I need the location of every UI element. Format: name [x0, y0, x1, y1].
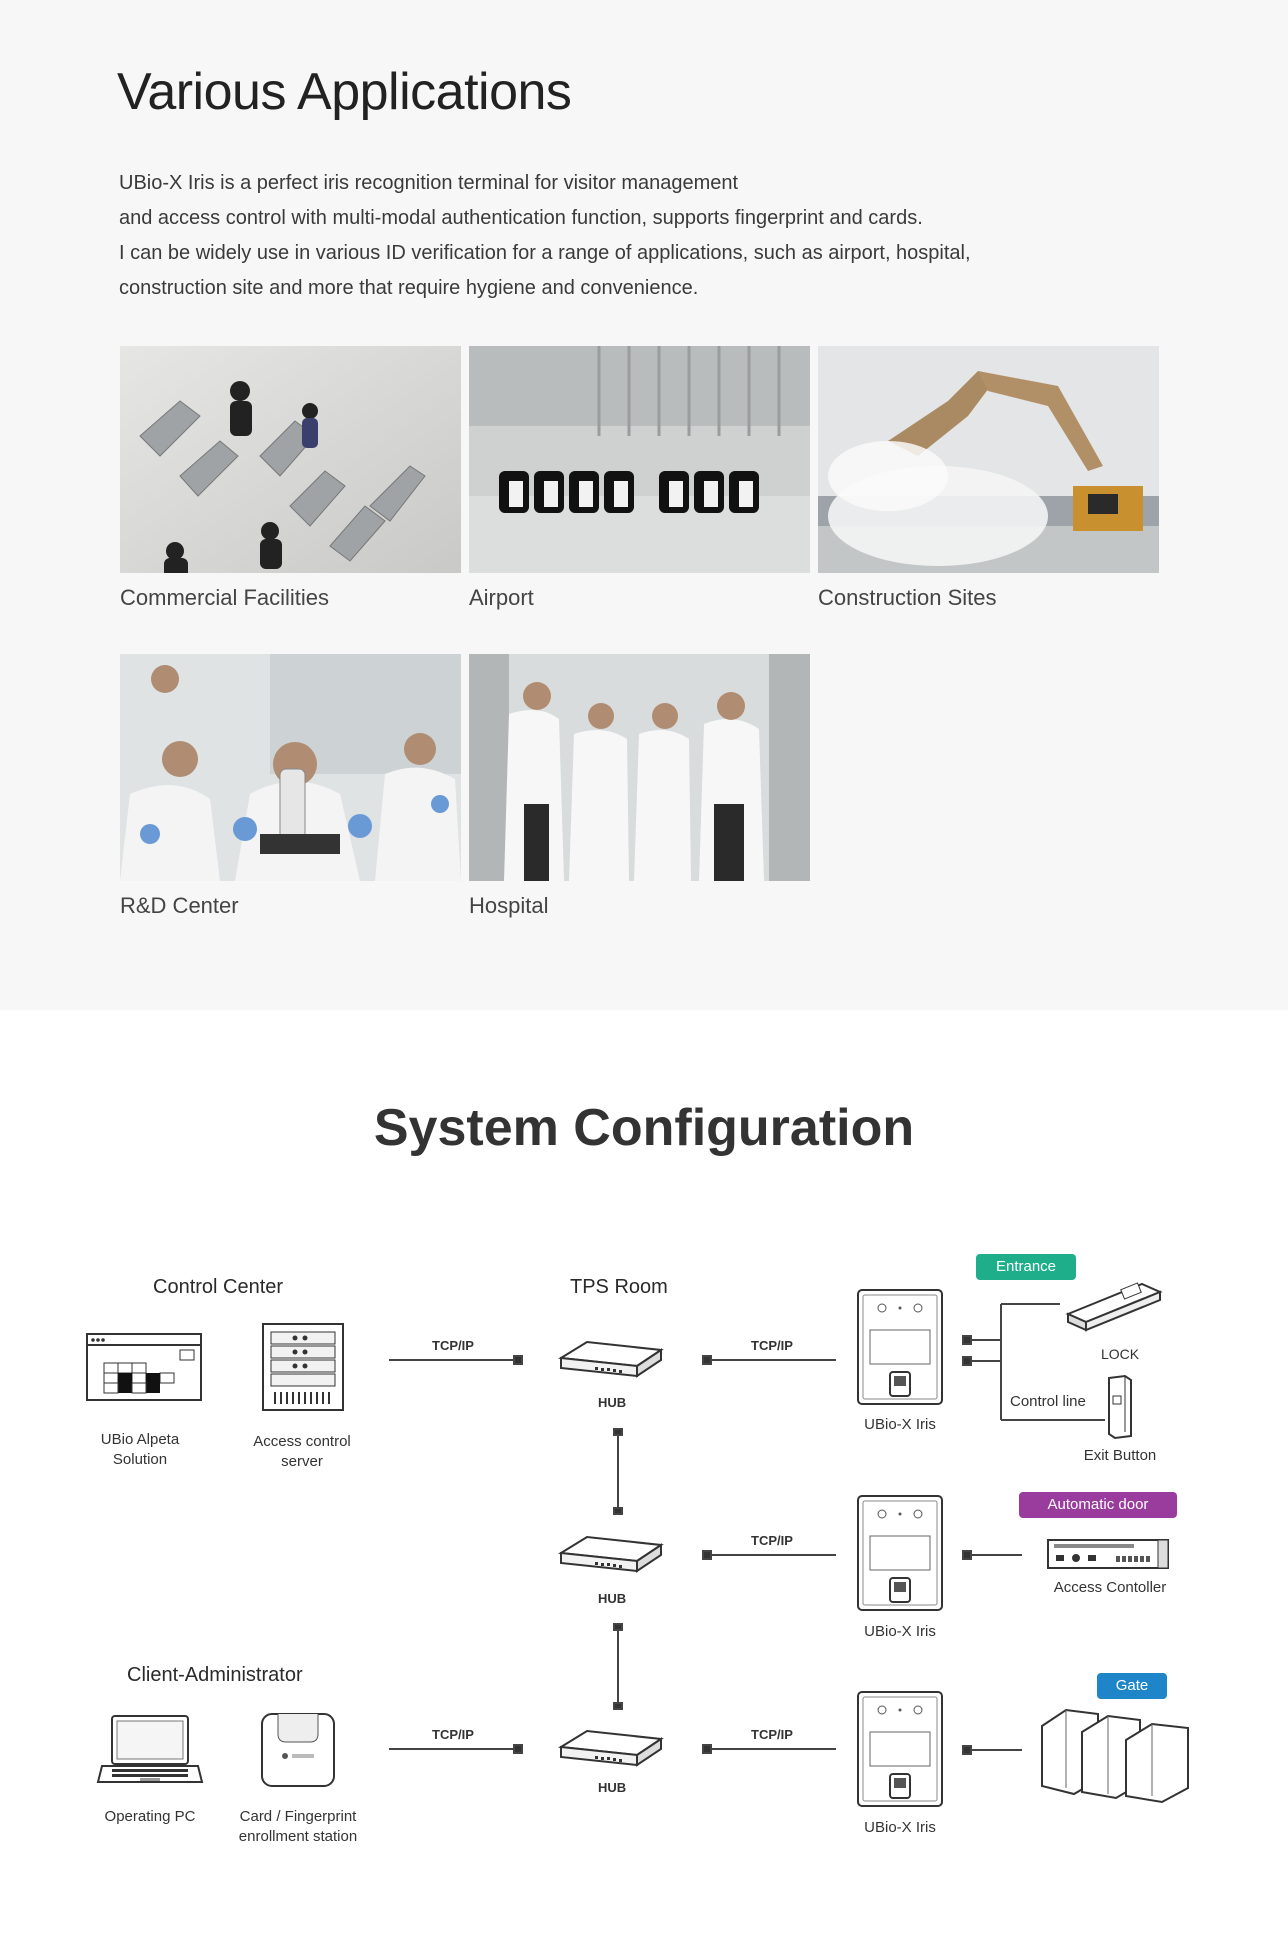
label-line: Access control [253, 1433, 351, 1450]
terminal-label: UBio-X Iris [864, 1819, 936, 1836]
access-controller-label: Access Contoller [1053, 1579, 1167, 1596]
applications-title: Various Applications [117, 63, 572, 121]
hub-icon [557, 1340, 664, 1378]
commercial-facilities-photo [120, 346, 461, 573]
hospital-photo [469, 654, 810, 881]
application-label: R&D Center [120, 893, 239, 918]
application-label: Airport [469, 585, 534, 610]
application-card-construction: Construction Sites [818, 346, 1159, 611]
construction-sites-photo [818, 346, 1159, 573]
tcpip-label: TCP/IP [751, 1727, 793, 1742]
application-card-commercial: Commercial Facilities [120, 346, 461, 611]
enrollment-station-label: Card / Fingerprint enrollment station [222, 1807, 374, 1847]
ubio-x-iris-terminal-icon [857, 1289, 943, 1405]
hub-icon [557, 1535, 664, 1573]
application-label: Construction Sites [818, 585, 997, 610]
application-label: Commercial Facilities [120, 585, 330, 610]
intro-line: and access control with multi-modal auth… [119, 207, 923, 229]
control-line-label: Control line [1010, 1393, 1086, 1410]
application-card-airport: Airport [469, 346, 810, 611]
tcpip-label: TCP/IP [432, 1727, 474, 1742]
tcpip-label: TCP/IP [751, 1533, 793, 1548]
laptop-icon [96, 1715, 204, 1783]
intro-line: I can be widely use in various ID verifi… [119, 242, 971, 264]
alpeta-solution-label: UBio Alpeta Solution [80, 1430, 200, 1470]
terminal-label: UBio-X Iris [864, 1623, 936, 1640]
rnd-center-photo [120, 654, 461, 881]
alpeta-solution-icon [86, 1333, 202, 1401]
operating-pc-label: Operating PC [104, 1808, 196, 1825]
application-card-rnd: R&D Center [120, 654, 461, 919]
intro-line: UBio-X Iris is a perfect iris recognitio… [119, 172, 739, 194]
turnstile-gate-icon [1041, 1708, 1189, 1804]
magnetic-lock-icon [1065, 1282, 1163, 1332]
ubio-x-iris-terminal-icon [857, 1691, 943, 1807]
gate-tag: Gate [1097, 1673, 1167, 1699]
tcpip-label: TCP/IP [432, 1338, 474, 1353]
exit-button-icon [1108, 1374, 1132, 1440]
group-tps-room: TPS Room [570, 1276, 668, 1298]
group-client-administrator: Client-Administrator [127, 1664, 303, 1686]
enrollment-station-icon [261, 1713, 335, 1787]
label-line: server [281, 1453, 323, 1470]
access-control-server-label: Access control server [240, 1432, 364, 1472]
entrance-tag: Entrance [976, 1254, 1076, 1280]
hub-label: HUB [598, 1780, 627, 1795]
hub-label: HUB [598, 1591, 627, 1606]
label-line: UBio Alpeta [100, 1431, 180, 1448]
system-configuration-title: System Configuration [373, 1099, 915, 1157]
intro-line: construction site and more that require … [119, 277, 699, 299]
exit-button-label: Exit Button [1083, 1447, 1157, 1464]
hub-icon [557, 1729, 664, 1767]
automatic-door-tag: Automatic door [1019, 1492, 1177, 1518]
label-line: Solution [112, 1451, 168, 1468]
terminal-label: UBio-X Iris [864, 1416, 936, 1433]
application-label: Hospital [469, 893, 549, 918]
ubio-x-iris-terminal-icon [857, 1495, 943, 1611]
server-rack-icon [262, 1323, 344, 1411]
access-controller-icon [1047, 1539, 1169, 1569]
label-line: Card / Fingerprint [239, 1808, 357, 1825]
lock-label: LOCK [1100, 1346, 1140, 1362]
label-line: enrollment station [238, 1828, 358, 1845]
airport-photo [469, 346, 810, 573]
application-card-hospital: Hospital [469, 654, 810, 919]
hub-label: HUB [598, 1395, 627, 1410]
applications-intro: UBio-X Iris is a perfect iris recognitio… [119, 166, 1119, 306]
group-control-center: Control Center [153, 1276, 284, 1298]
tcpip-label: TCP/IP [751, 1338, 793, 1353]
